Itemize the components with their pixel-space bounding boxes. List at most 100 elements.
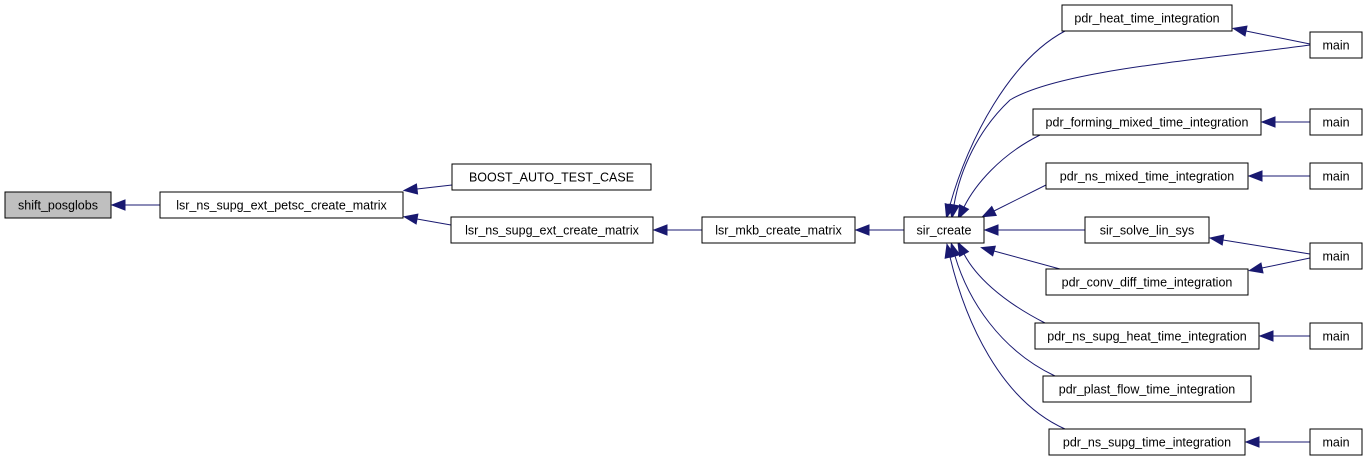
node-shift-posglobs[interactable]: shift_posglobs [4,191,112,219]
node-label-shift-posglobs: shift_posglobs [18,199,98,213]
node-label-pdr-heat-time-integration: pdr_heat_time_integration [1074,12,1219,26]
node-pdr-forming-mixed-time-integration[interactable]: pdr_forming_mixed_time_integration [1032,108,1262,136]
arrowhead-icon [980,245,996,257]
node-label-pdr-ns-supg-time-integration: pdr_ns_supg_time_integration [1063,436,1231,450]
arrowhead-icon [1244,436,1260,448]
edge-sir-create-to-lsr-mkb-create-matrix [854,224,904,236]
edge-main-1-to-sir-create [948,44,1311,220]
arrowhead-icon [854,224,870,236]
node-main-4[interactable]: main [1309,242,1363,270]
node-label-main-1: main [1322,39,1349,53]
edge-pdr-ns-mixed-time-integration-to-sir-create [981,182,1051,218]
node-label-main-5: main [1322,330,1349,344]
edge-main-3-to-pdr-ns-mixed-time-integration [1247,170,1310,182]
node-lsr-ns-supg-ext-petsc-create-matrix[interactable]: lsr_ns_supg_ext_petsc_create_matrix [159,191,404,219]
node-label-sir-solve-lin-sys: sir_solve_lin_sys [1100,224,1194,238]
node-lsr-ns-supg-ext-create-matrix[interactable]: lsr_ns_supg_ext_create_matrix [450,216,654,244]
node-main-6[interactable]: main [1309,428,1363,456]
node-label-main-6: main [1322,436,1349,450]
node-main-3[interactable]: main [1309,162,1363,190]
arrowhead-icon [1247,170,1263,182]
node-main-5[interactable]: main [1309,322,1363,350]
edge-lsr-ns-supg-ext-create-matrix-to-lsr-ns-supg-ext-petsc-create-matrix [402,213,452,226]
edge-line [949,256,1066,430]
arrowhead-icon [402,183,419,195]
node-box-pdr-ns-mixed-time-integration [1045,162,1249,190]
arrowhead-icon [957,241,970,258]
node-box-boost-auto-test-case [451,163,652,191]
arrowhead-icon [1231,25,1248,37]
node-label-pdr-plast-flow-time-integration: pdr_plast_flow_time_integration [1059,383,1236,397]
edge-BOOST-AUTO-TEST-CASE-to-lsr-ns-supg-ext-petsc-create-matrix [402,183,453,195]
node-box-main-4 [1309,242,1363,270]
edge-main-1-to-pdr-heat-time-integration [1231,25,1311,45]
edge-pdr-ns-supg-time-integration-to-sir-create [944,242,1066,430]
node-box-pdr-forming-mixed-time-integration [1032,108,1262,136]
node-box-lsr-ns-supg-ext-create-matrix [450,216,654,244]
arrowhead-icon [981,205,998,218]
node-main-2[interactable]: main [1309,108,1363,136]
edge-line [963,253,1046,324]
node-box-pdr-ns-supg-time-integration [1048,428,1246,456]
edge-line [954,255,1056,377]
node-box-lsr-mkb-create-matrix [701,216,856,244]
node-box-main-5 [1309,322,1363,350]
arrowhead-icon [948,203,960,220]
node-box-main-2 [1309,108,1363,136]
arrowhead-icon [402,213,419,225]
edge-main-2-to-pdr-forming-mixed-time-integration [1260,116,1310,128]
node-box-lsr-ns-supg-ext-petsc-create-matrix [159,191,404,219]
edge-line [1222,239,1311,255]
edge-sir-solve-lin-sys-to-sir-create [983,224,1085,236]
node-boost-auto-test-case[interactable]: BOOST_AUTO_TEST_CASE [451,163,652,191]
edge-lsr-ns-supg-ext-petsc-create-matrix-to-shift-posglobs [110,199,160,211]
edge-pdr-ns-supg-heat-time-integration-to-sir-create [957,241,1046,324]
edge-line [953,44,1311,206]
arrowhead-icon [957,203,970,220]
edge-lsr-mkb-create-matrix-to-lsr-ns-supg-ext-create-matrix [652,224,702,236]
node-label-sir-create: sir_create [917,224,972,238]
node-pdr-ns-supg-time-integration[interactable]: pdr_ns_supg_time_integration [1048,428,1246,456]
edge-line [993,250,1061,270]
node-box-main-6 [1309,428,1363,456]
arrowhead-icon [1258,330,1274,342]
node-pdr-ns-supg-heat-time-integration[interactable]: pdr_ns_supg_heat_time_integration [1034,322,1260,350]
node-box-sir-create [903,216,985,244]
node-pdr-ns-mixed-time-integration[interactable]: pdr_ns_mixed_time_integration [1045,162,1249,190]
node-label-pdr-forming-mixed-time-integration: pdr_forming_mixed_time_integration [1046,116,1249,130]
node-box-pdr-plast-flow-time-integration [1042,375,1252,403]
node-box-main-3 [1309,162,1363,190]
edge-line [993,182,1051,212]
arrowhead-icon [983,224,999,236]
arrowhead-icon [652,224,668,236]
node-label-main-3: main [1322,170,1349,184]
node-lsr-mkb-create-matrix[interactable]: lsr_mkb_create_matrix [701,216,856,244]
node-box-pdr-heat-time-integration [1061,4,1233,32]
edge-line [1261,257,1311,269]
edge-main-4-to-sir-solve-lin-sys [1208,234,1311,255]
node-pdr-plast-flow-time-integration[interactable]: pdr_plast_flow_time_integration [1042,375,1252,403]
edge-main-6-to-pdr-ns-supg-time-integration [1244,436,1310,448]
arrowhead-icon [1208,234,1225,246]
node-box-main-1 [1309,31,1363,59]
node-label-pdr-ns-mixed-time-integration: pdr_ns_mixed_time_integration [1060,170,1234,184]
node-label-lsr-ns-supg-ext-create-matrix: lsr_ns_supg_ext_create_matrix [465,224,639,238]
arrowhead-icon [944,242,956,259]
node-pdr-heat-time-integration[interactable]: pdr_heat_time_integration [1061,4,1233,32]
node-pdr-conv-diff-time-integration[interactable]: pdr_conv_diff_time_integration [1045,268,1249,296]
arrowhead-icon [1247,262,1264,274]
node-sir-create[interactable]: sir_create [903,216,985,244]
node-main-1[interactable]: main [1309,31,1363,59]
edge-line [963,134,1041,208]
node-label-lsr-ns-supg-ext-petsc-create-matrix: lsr_ns_supg_ext_petsc_create_matrix [176,199,387,213]
node-label-pdr-ns-supg-heat-time-integration: pdr_ns_supg_heat_time_integration [1047,330,1246,344]
edge-pdr-conv-diff-time-integration-to-sir-create [980,245,1061,270]
function-nodes: shift_posglobs lsr_ns_supg_ext_petsc_cre… [4,4,1363,456]
node-label-boost-auto-test-case: BOOST_AUTO_TEST_CASE [469,171,634,185]
edge-main-5-to-pdr-ns-supg-heat-time-integration [1258,330,1310,342]
node-label-lsr-mkb-create-matrix: lsr_mkb_create_matrix [715,224,842,238]
node-sir-solve-lin-sys[interactable]: sir_solve_lin_sys [1084,216,1210,244]
node-box-pdr-ns-supg-heat-time-integration [1034,322,1260,350]
call-edges [110,25,1311,448]
